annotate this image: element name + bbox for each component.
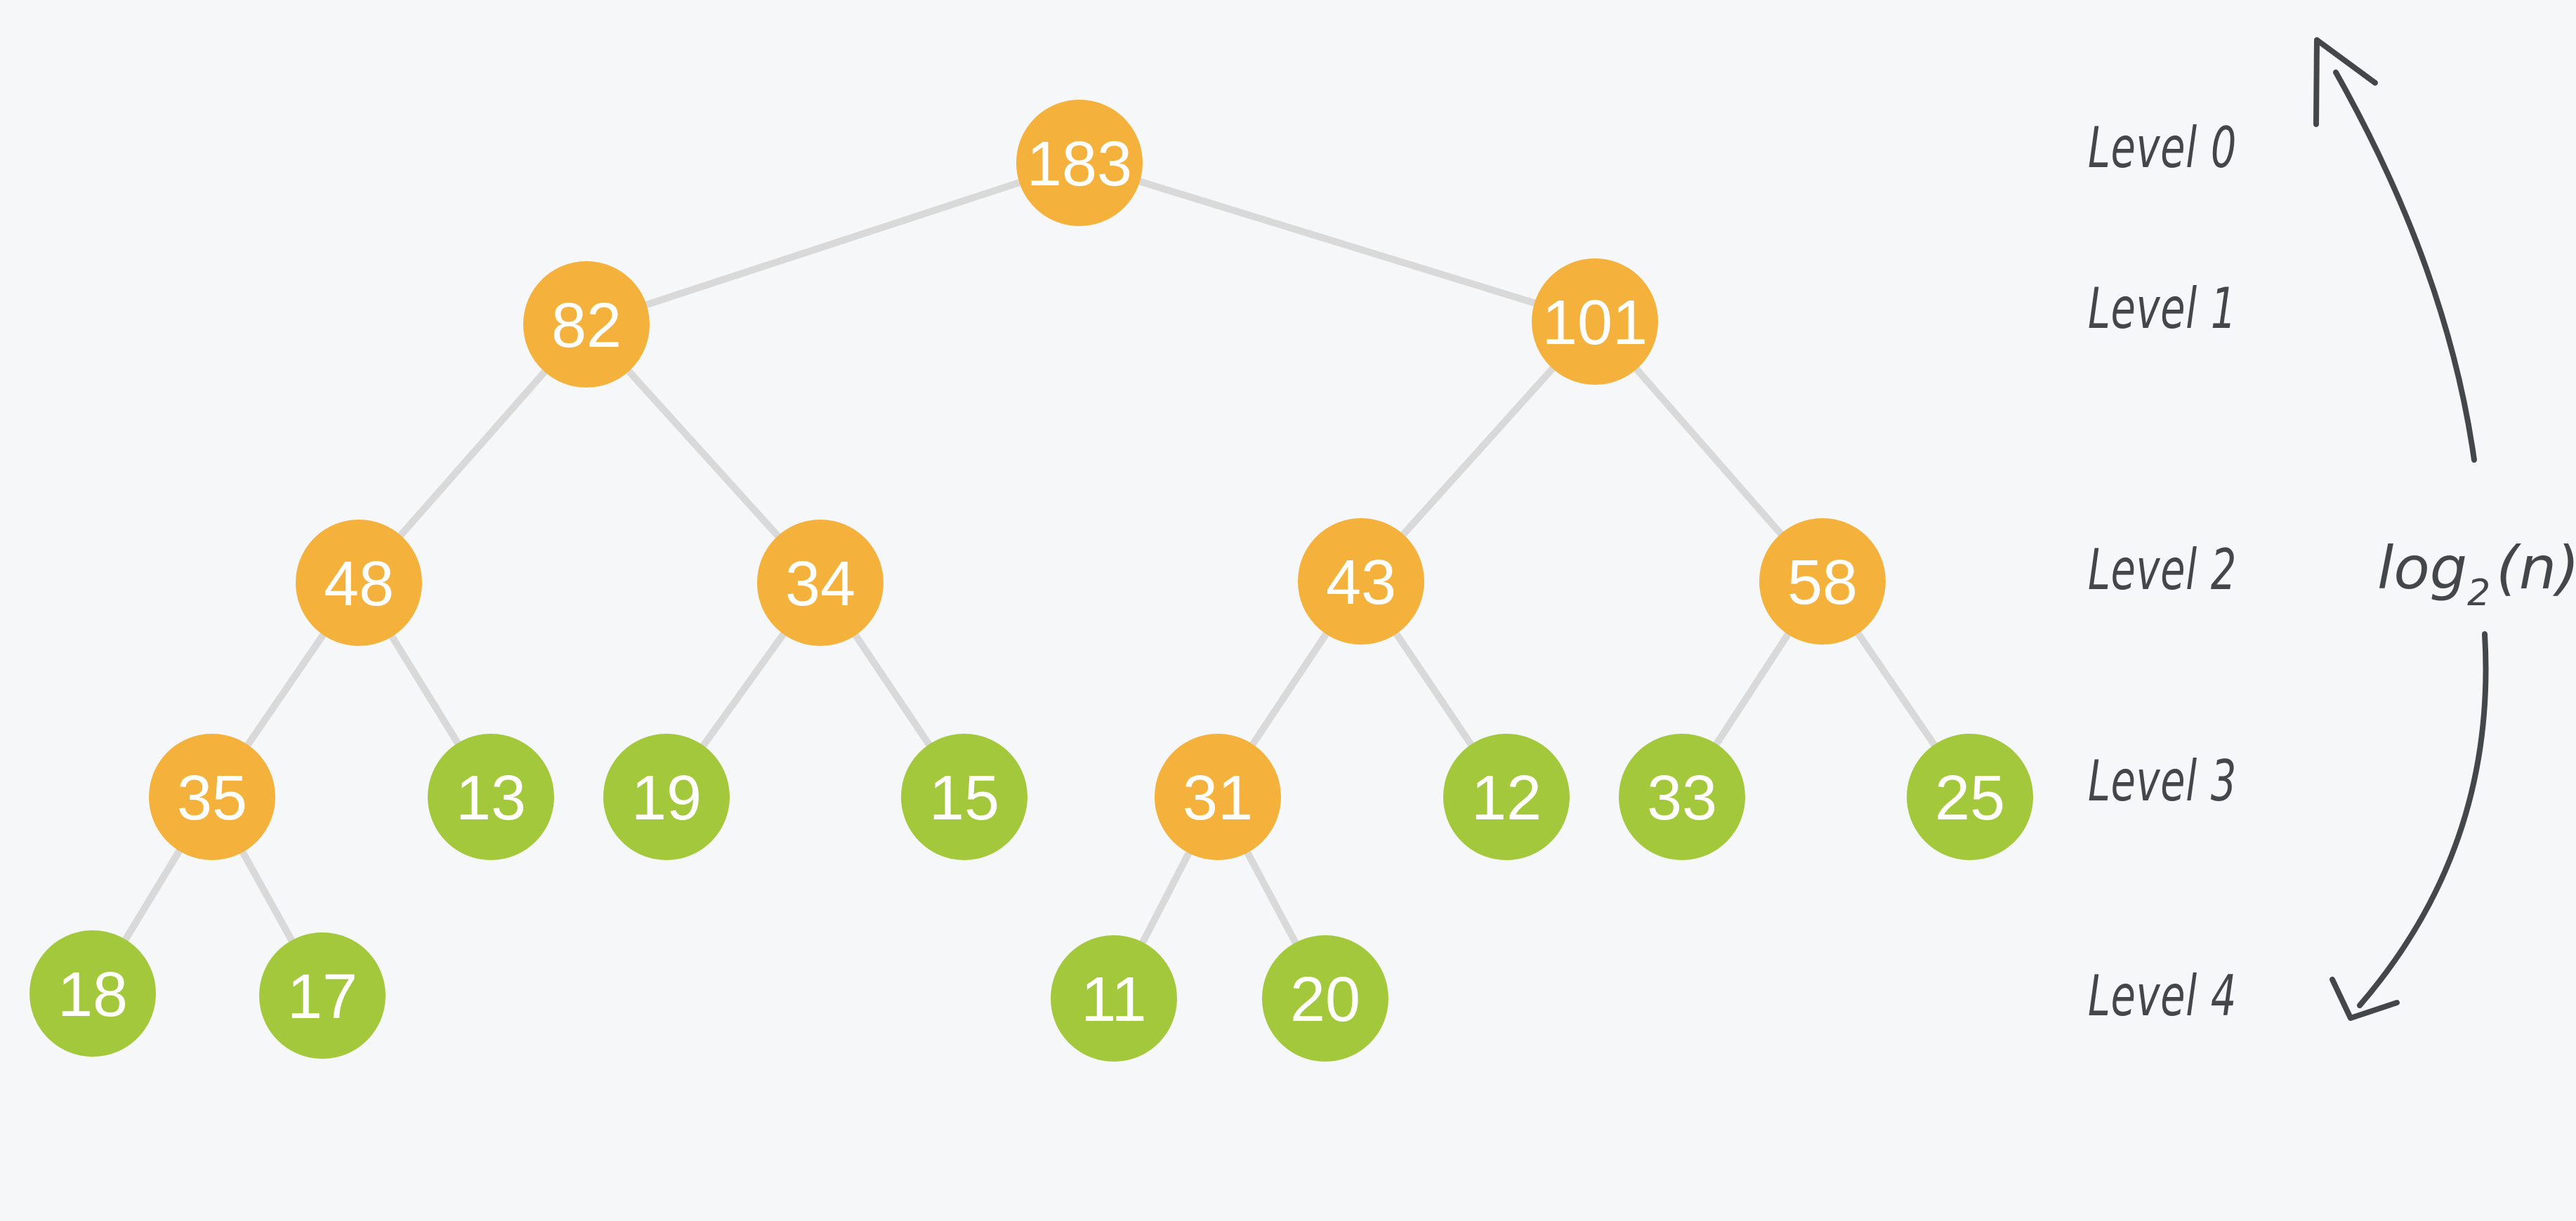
internal-node-circle xyxy=(149,734,275,860)
tree-node-value: 58 xyxy=(1787,548,1858,618)
tree-node-18: 18 xyxy=(29,930,156,1057)
leaf-node-circle xyxy=(428,734,554,860)
tree-node-value: 48 xyxy=(324,549,394,619)
tree-node-48: 48 xyxy=(296,520,422,646)
tree-node-43: 43 xyxy=(1298,518,1424,645)
tree-node-value: 43 xyxy=(1326,548,1396,618)
tree-node-value: 20 xyxy=(1290,965,1360,1035)
log2n-complexity-label: log2(n) xyxy=(2377,534,2576,614)
leaf-node-circle xyxy=(29,930,156,1057)
tree-node-20: 20 xyxy=(1262,935,1388,1062)
tree-node-15: 15 xyxy=(901,734,1027,860)
depth-arrow-up-arrowhead-icon xyxy=(2313,37,2378,127)
level-label: Level 1 xyxy=(2088,276,2237,341)
tree-node-value: 15 xyxy=(929,763,999,833)
level-label: Level 4 xyxy=(2088,963,2237,1029)
tree-node-183: 183 xyxy=(1016,100,1143,226)
tree-node-19: 19 xyxy=(603,734,730,860)
tree-node-value: 82 xyxy=(551,291,622,361)
leaf-node-circle xyxy=(1619,734,1745,860)
tree-node-82: 82 xyxy=(523,261,650,388)
tree-node-11: 11 xyxy=(1051,935,1177,1062)
tree-node-13: 13 xyxy=(428,734,554,860)
tree-edge xyxy=(585,159,1081,328)
tree-node-35: 35 xyxy=(149,734,275,860)
tree-node-17: 17 xyxy=(259,932,386,1059)
tree-node-value: 13 xyxy=(456,763,526,833)
internal-node-circle xyxy=(1016,100,1143,226)
level-label: Level 3 xyxy=(2088,748,2237,814)
leaf-node-circle xyxy=(1051,935,1177,1062)
tree-node-25: 25 xyxy=(1907,734,2033,860)
internal-node-circle xyxy=(1759,518,1886,645)
tree-node-101: 101 xyxy=(1532,258,1658,385)
tree-node-33: 33 xyxy=(1619,734,1745,860)
leaf-node-circle xyxy=(603,734,730,860)
tree-node-31: 31 xyxy=(1155,734,1281,860)
tree-node-value: 31 xyxy=(1183,763,1253,833)
tree-node-34: 34 xyxy=(757,520,883,646)
tree-node-value: 183 xyxy=(1027,129,1132,199)
leaf-node-circle xyxy=(259,932,386,1059)
internal-node-circle xyxy=(523,261,650,388)
tree-node-value: 12 xyxy=(1471,763,1542,833)
tree-node-value: 33 xyxy=(1647,763,1717,833)
depth-arrow-top-shaft xyxy=(2333,70,2477,463)
level-label: Level 0 xyxy=(2088,115,2237,180)
level-labels-layer: Level 0 Level 1 Level 2 Level 3 Level 4 xyxy=(2088,115,2237,1029)
tree-node-58: 58 xyxy=(1759,518,1886,645)
tree-node-value: 34 xyxy=(785,549,855,619)
tree-node-value: 19 xyxy=(631,763,702,833)
leaf-node-circle xyxy=(1907,734,2033,860)
tree-node-value: 18 xyxy=(58,960,128,1030)
tree-nodes-layer: 183 82 101 48 34 43 58 35 13 19 15 31 12 33 25 18 17 11 20 xyxy=(29,100,2033,1062)
tree-edge xyxy=(1078,159,1596,325)
tree-node-value: 101 xyxy=(1542,288,1648,358)
depth-annotation: log2(n) xyxy=(2313,37,2576,1021)
tree-node-value: 25 xyxy=(1935,763,2005,833)
level-label: Level 2 xyxy=(2088,537,2237,602)
leaf-node-circle xyxy=(1262,935,1388,1062)
internal-node-circle xyxy=(757,520,883,646)
tree-node-value: 17 xyxy=(287,962,357,1032)
depth-arrow-bottom-shaft xyxy=(2357,631,2489,1008)
internal-node-circle xyxy=(296,520,422,646)
tree-node-12: 12 xyxy=(1443,734,1570,860)
leaf-node-circle xyxy=(901,734,1027,860)
depth-arrow-down-arrowhead-icon xyxy=(2329,977,2400,1021)
tree-node-value: 35 xyxy=(177,763,247,833)
internal-node-circle xyxy=(1532,258,1658,385)
leaf-node-circle xyxy=(1443,734,1570,860)
tree-node-value: 11 xyxy=(1081,965,1146,1035)
internal-node-circle xyxy=(1155,734,1281,860)
internal-node-circle xyxy=(1298,518,1424,645)
